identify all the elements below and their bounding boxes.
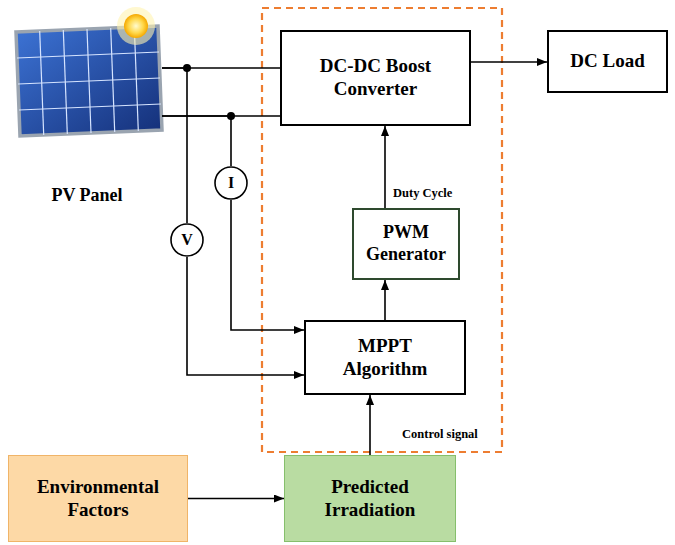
edge-label: Duty Cycle	[391, 186, 454, 201]
signal-connector	[162, 68, 187, 223]
voltage-meter: V	[170, 223, 204, 257]
junction-dot	[227, 112, 235, 120]
node-text: Predicted Irradiation	[293, 476, 447, 522]
factors-box: Environmental Factors	[8, 455, 188, 542]
signal-connector	[187, 257, 304, 375]
prediction-box: Predicted Irradiation	[284, 455, 456, 542]
signal-connector	[188, 498, 284, 500]
pv-panel: PV Panel	[12, 12, 162, 207]
mppt-box: MPPT Algorithm	[304, 320, 466, 395]
controller-boundary	[262, 8, 502, 452]
node-text: DC Load	[570, 50, 644, 73]
meter-circle	[215, 167, 247, 199]
junction-dot	[183, 64, 191, 72]
connector-group	[162, 62, 547, 499]
signal-connector	[162, 116, 231, 166]
sun-glow	[117, 7, 155, 45]
panel-grid-line	[19, 104, 161, 110]
node-text: DC-DC Boost Converter	[290, 55, 461, 101]
panel-grid-line	[18, 78, 160, 84]
pwm-box: PWM Generator	[352, 208, 460, 280]
node-text: MPPT Algorithm	[328, 335, 443, 381]
node-text: I	[228, 173, 234, 192]
signal-connector	[231, 200, 304, 330]
signal-connector	[384, 126, 386, 208]
node-text: Environmental Factors	[17, 476, 179, 522]
signal-connector	[369, 395, 371, 455]
load-box: DC Load	[547, 30, 668, 93]
sun	[124, 14, 148, 38]
junction-group	[183, 64, 235, 120]
node-text: PV Panel	[51, 185, 122, 207]
edge-label: Control signal	[400, 427, 480, 442]
meter-circle	[171, 224, 203, 256]
node-text: V	[181, 230, 193, 249]
converter-box: DC-DC Boost Converter	[280, 30, 471, 126]
signal-connector	[471, 61, 547, 63]
signal-connector	[384, 280, 386, 320]
panel-grid-line	[17, 52, 159, 58]
node-text: PWM Generator	[362, 222, 450, 265]
current-meter: I	[214, 166, 248, 200]
